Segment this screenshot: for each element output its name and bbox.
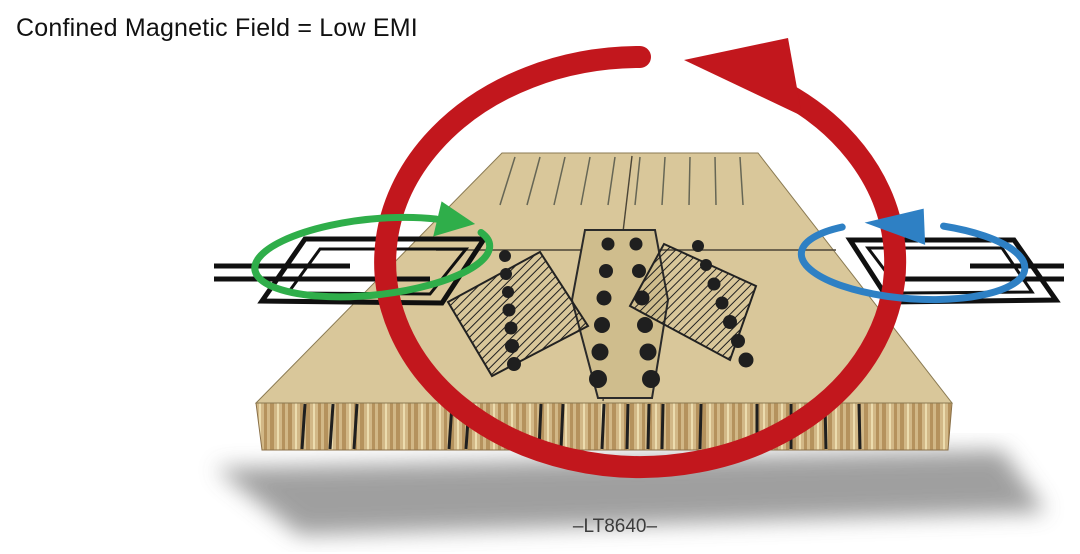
- red-loop-arc: [374, 46, 907, 478]
- blue-loop-arc: [797, 222, 1029, 304]
- blue-field-loop-arrow: [797, 208, 1029, 304]
- green-field-loop-arrow: [251, 201, 494, 301]
- right-ic-region: [628, 242, 758, 362]
- part-number-caption: –LT8640–: [572, 516, 658, 537]
- hatched-ic-regions: [446, 242, 758, 378]
- green-arrowhead-icon: [433, 201, 476, 237]
- left-ic-region: [446, 250, 590, 378]
- red-arrowhead-icon: [684, 38, 802, 116]
- blue-arrowhead-icon: [864, 208, 926, 245]
- board-shadow: [215, 450, 1046, 535]
- board-pin-traces: [499, 156, 744, 206]
- page-title: Confined Magnetic Field = Low EMI: [16, 14, 418, 42]
- via-dots: [499, 237, 754, 388]
- red-field-loop-arrow: [374, 38, 907, 478]
- green-loop-arc: [251, 213, 494, 301]
